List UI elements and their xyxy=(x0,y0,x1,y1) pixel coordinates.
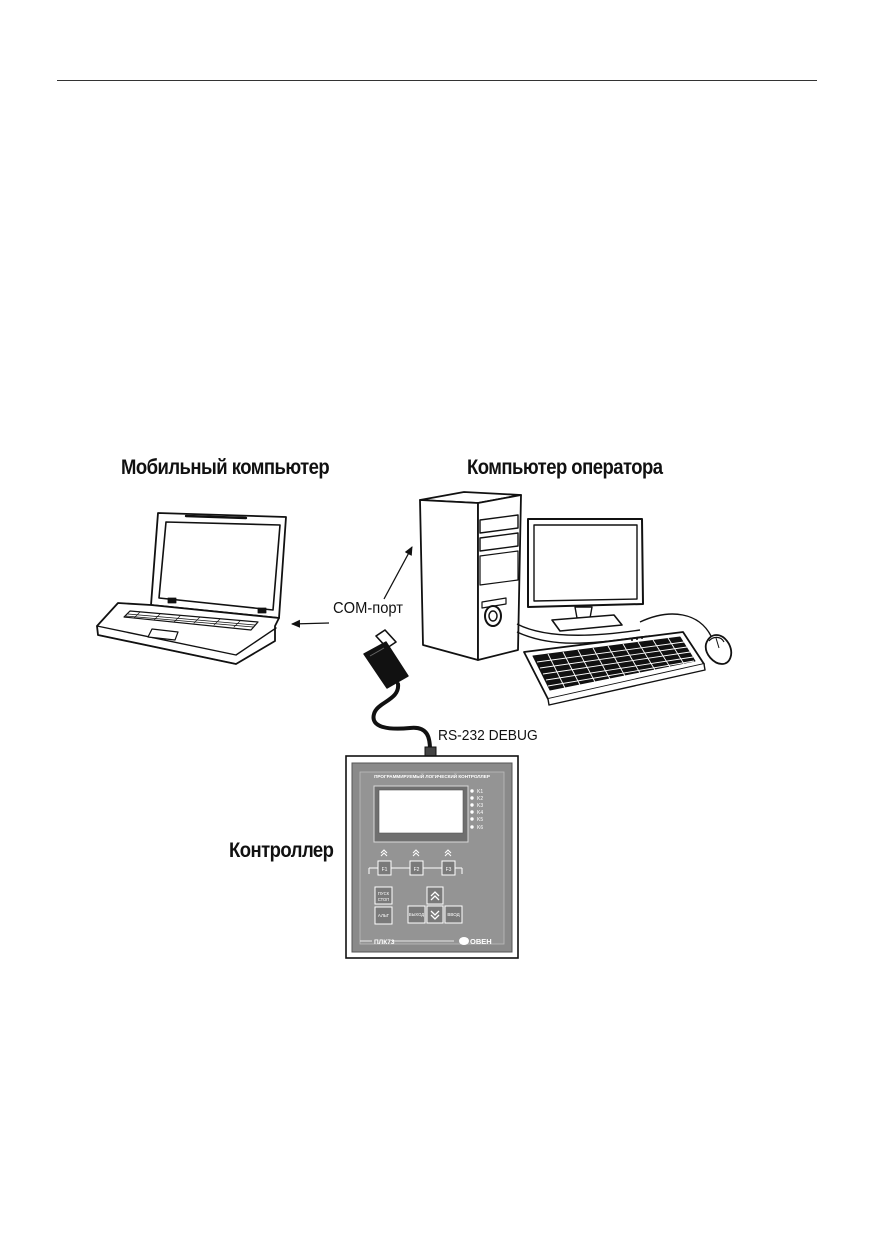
key-exit-label: ВЫХОД xyxy=(409,912,424,917)
plc-controller-icon: ПРОГРАММИРУЕМЫЙ ЛОГИЧЕСКИЙ КОНТРОЛЛЕР K1… xyxy=(345,755,519,959)
rs232-cable xyxy=(371,682,432,752)
key-enter-label: ВВОД xyxy=(447,912,459,917)
key-f3-label: F3 xyxy=(446,867,452,873)
laptop-icon xyxy=(96,512,287,665)
plc-model-label: ПЛК73 xyxy=(374,939,395,946)
led-k4-label: K4 xyxy=(477,810,483,816)
key-stop-label: СТОП xyxy=(378,897,390,902)
led-k2-label: K2 xyxy=(477,796,483,802)
key-f2-label: F2 xyxy=(414,867,420,873)
mouse-icon xyxy=(704,634,733,665)
plc-brand-label: ОВЕН xyxy=(470,937,492,946)
label-controller: Контроллер xyxy=(229,839,334,862)
led-k5-label: K5 xyxy=(477,817,483,823)
desktop-tower-icon xyxy=(419,491,522,661)
key-f1-label: F1 xyxy=(382,867,388,873)
led-k1-label: K1 xyxy=(477,789,483,795)
label-laptop: Мобильный компьютер xyxy=(121,456,330,479)
led-k3-label: K3 xyxy=(477,803,483,809)
led-k6-label: K6 xyxy=(477,825,483,831)
key-start-label: ПУСК xyxy=(378,891,390,896)
label-rs232: RS-232 DEBUG xyxy=(438,727,538,744)
label-com-port: COM-порт xyxy=(333,600,404,617)
plc-header-text: ПРОГРАММИРУЕМЫЙ ЛОГИЧЕСКИЙ КОНТРОЛЛЕР xyxy=(374,772,490,779)
db9-connector-icon xyxy=(363,629,409,689)
key-alt-label: АЛЬТ xyxy=(378,913,390,918)
header-rule xyxy=(57,80,817,81)
label-operator-pc: Компьютер оператора xyxy=(467,456,663,479)
keyboard-icon xyxy=(523,631,706,706)
monitor-icon xyxy=(527,518,644,632)
